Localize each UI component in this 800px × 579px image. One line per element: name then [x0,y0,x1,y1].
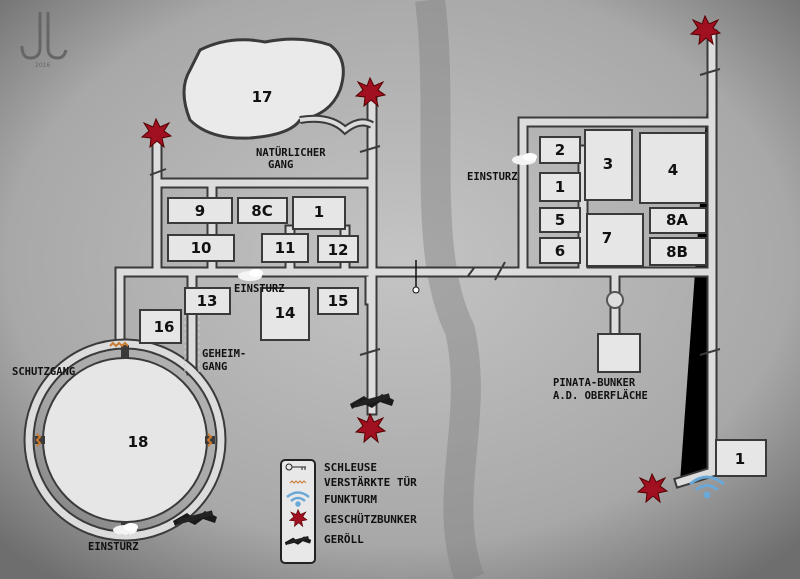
legend-item-geschuetzbunker: GESCHÜTZBUNKER [324,512,417,526]
key-icon [285,463,306,471]
label-einsturz-right: EINSTURZ [467,171,518,183]
label-1b: 1 [555,178,565,196]
label-natural-gang: NATÜRLICHER [256,145,326,159]
label-schutzgang: SCHUTZGANG [12,366,75,378]
natural-passage [299,116,374,133]
room-7 [586,213,644,267]
label-5: 5 [555,211,565,229]
label-2: 2 [555,141,565,159]
label-natural-gang-2: GANG [268,159,293,171]
room-13 [184,287,231,315]
room-5 [539,207,581,233]
secret-passage [184,315,200,375]
room-11 [261,233,309,263]
room-1-far [715,439,767,477]
wifi-icon [689,475,725,499]
room-14 [260,287,310,341]
room-8c [237,197,288,224]
room-1-right [539,172,581,202]
crack-texture [415,0,485,579]
room-1-left [292,196,346,230]
label-pinata-1: PINATA-BUNKER [553,377,636,389]
room-12 [317,235,359,263]
label-9: 9 [195,202,205,220]
legend: SCHLEUSE VERSTÄRKTE TÜR FUNKTURM GESCHÜT… [280,459,417,564]
label-17: 17 [252,88,273,106]
label-16: 16 [154,318,175,336]
room-8b [649,237,707,266]
room-8a [649,207,707,234]
label-8c: 8C [251,202,272,220]
label-10: 10 [191,239,212,257]
label-geheimgang: GEHEIM- [202,348,246,360]
label-pinata-2: A.D. OBERFLÄCHE [553,388,648,402]
label-6: 6 [555,242,565,260]
room-10 [167,234,235,262]
zigzag-door-icon [35,341,213,447]
label-1a: 1 [314,203,324,221]
label-8b: 8B [666,243,688,261]
label-7: 7 [602,229,612,247]
room-6 [539,237,581,264]
logo: 2016 [20,12,68,69]
legend-item-schleuse: SCHLEUSE [324,461,377,474]
label-13: 13 [197,292,218,310]
legend-item-verstaerkte-tuer: VERSTÄRKTE TÜR [324,475,417,489]
label-14: 14 [275,304,296,322]
room-16 [139,309,182,344]
label-11: 11 [275,239,296,257]
label-einsturz-bottom: EINSTURZ [88,541,139,553]
label-18: 18 [128,433,149,451]
room-4 [639,132,707,204]
break-marks [149,68,721,356]
key-icon [412,260,420,294]
label-12: 12 [328,241,349,259]
logo-year: 2016 [35,62,50,69]
room-18 [42,357,208,523]
label-einsturz-mid: EINSTURZ [234,283,285,295]
room-15 [317,287,359,315]
legend-item-geroell: GERÖLL [324,532,364,546]
room-3 [584,129,633,201]
rooms [139,129,767,477]
label-4: 4 [668,161,678,179]
pinata-bunker [597,333,641,373]
zigzag-door-icon [289,480,307,484]
label-15: 15 [328,292,349,310]
room-2 [539,136,581,164]
legend-item-funkturm: FUNKTURM [324,493,377,506]
label-3: 3 [603,155,613,173]
hatch-icon [606,291,624,309]
room-17-lake [182,37,345,140]
label-geheimgang-2: GANG [202,361,227,373]
label-1c: 1 [735,450,745,468]
label-8a: 8A [666,211,688,229]
wifi-icon [286,491,310,507]
room-9 [167,197,233,224]
